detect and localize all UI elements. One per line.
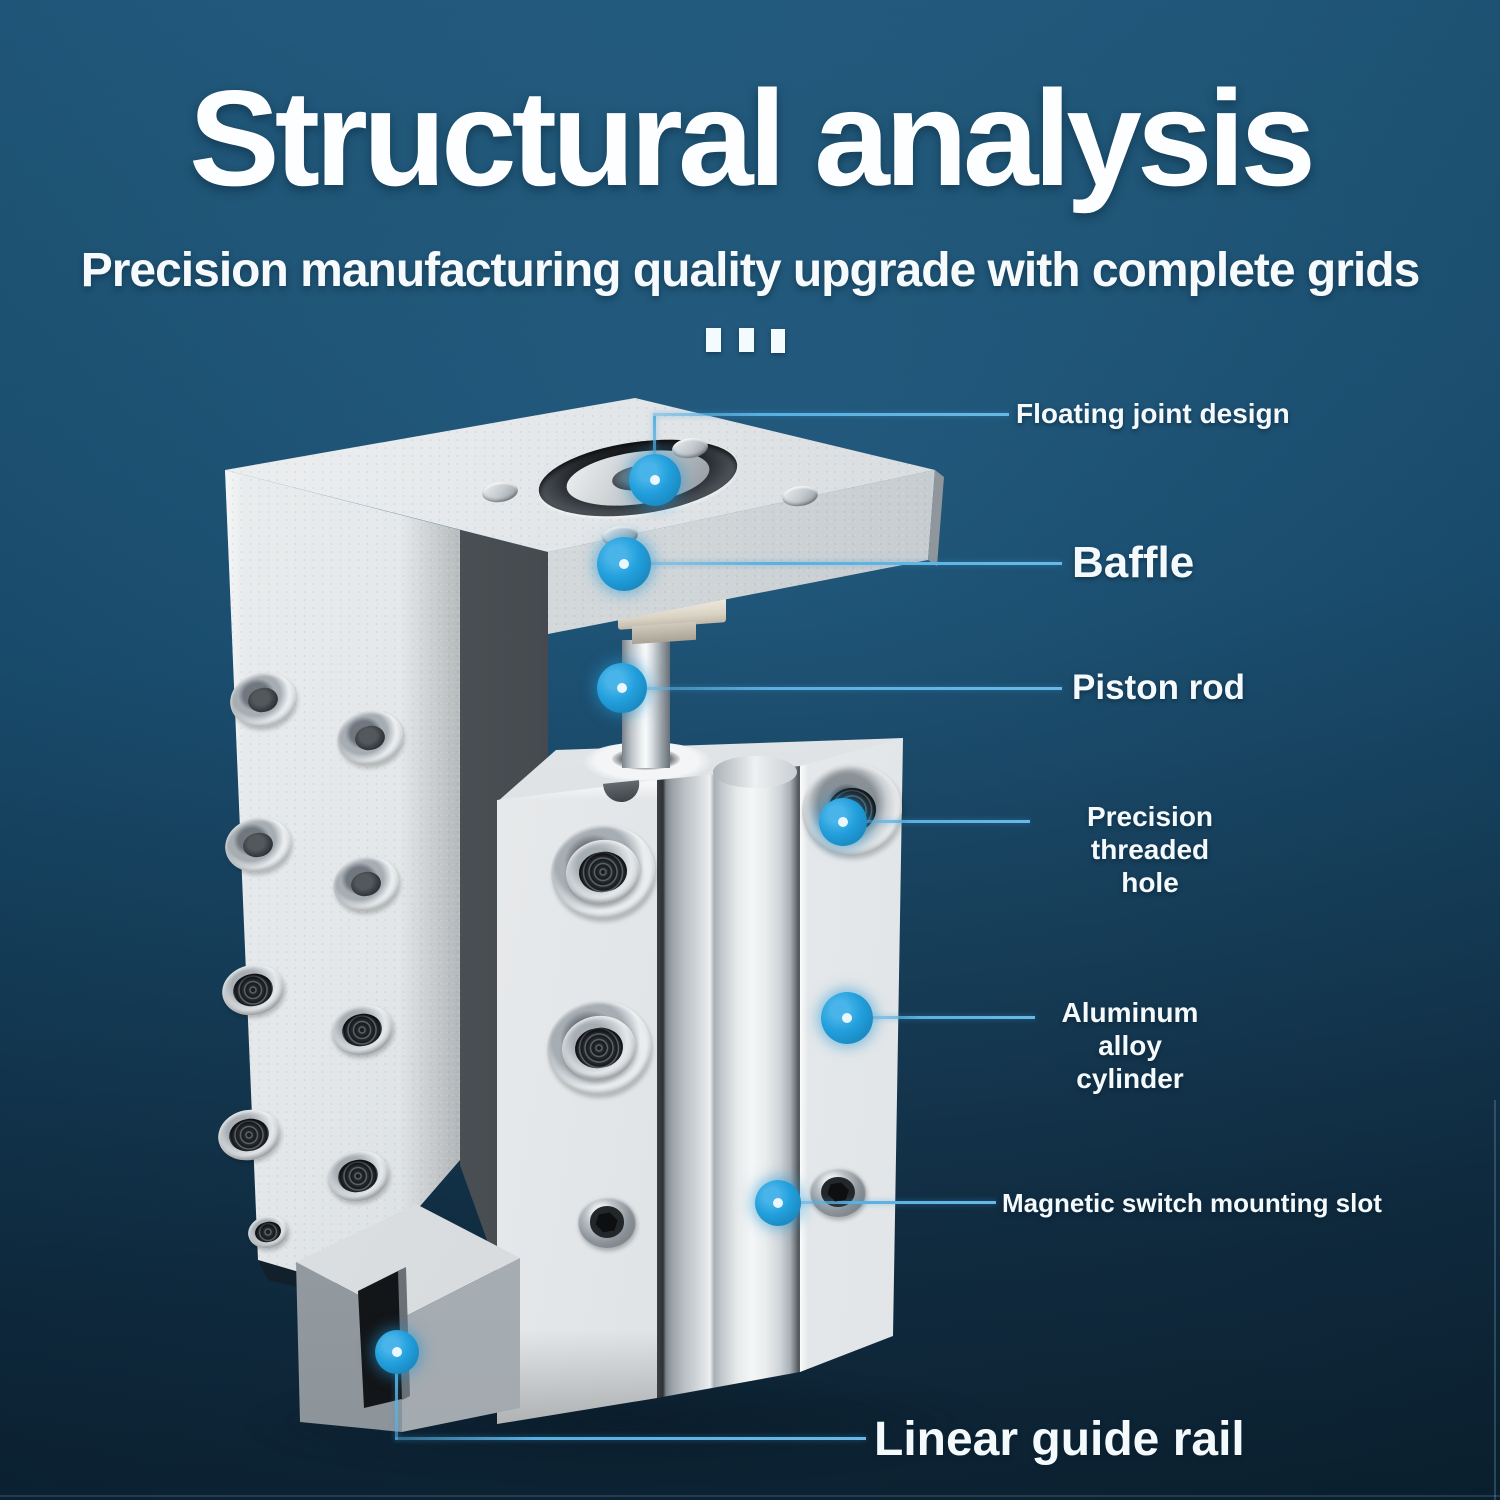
callout-line-baffle [646, 562, 1062, 565]
hex-socket-screw [578, 1196, 636, 1248]
callout-dot-magnetic-slot [755, 1180, 801, 1226]
square-bullet-icon [771, 329, 785, 353]
image-edge-artifact [1494, 1100, 1496, 1500]
square-bullet-icon [739, 328, 754, 352]
callout-dot-floating-joint [629, 454, 681, 506]
page-subtitle: Precision manufacturing quality upgrade … [80, 244, 1421, 297]
callout-label-floating-joint: Floating joint design [1016, 398, 1290, 429]
callout-label-linear-rail: Linear guide rail [874, 1413, 1245, 1466]
callout-line-floating-joint [653, 416, 656, 462]
callout-dot-piston-rod [597, 663, 647, 713]
callout-label-piston-rod: Piston rod [1072, 668, 1246, 707]
callout-label-magnetic-slot: Magnetic switch mounting slot [1002, 1188, 1382, 1218]
callout-dot-precision-hole [819, 798, 867, 846]
floating-joint-step [632, 621, 696, 645]
callout-line-aluminum-cylinder [870, 1016, 1035, 1019]
callout-label-baffle: Baffle [1072, 538, 1195, 587]
callout-line-linear-rail [395, 1370, 398, 1440]
callout-dot-aluminum-cylinder [821, 992, 873, 1044]
callout-line-floating-joint [653, 413, 1009, 416]
callout-line-magnetic-slot [798, 1201, 996, 1204]
callout-label-aluminum-cylinder: Aluminum alloy cylinder [1061, 997, 1199, 1094]
square-bullet-icon [706, 328, 721, 352]
callout-dot-linear-rail [375, 1330, 419, 1374]
hex-socket-screw [810, 1167, 866, 1217]
callout-line-piston-rod [644, 687, 1062, 690]
cylinder-rib-cap [713, 756, 797, 788]
callout-dot-baffle [597, 537, 651, 591]
callout-line-precision-hole [862, 820, 1030, 823]
callout-line-linear-rail [395, 1437, 866, 1440]
image-edge-artifact [0, 1495, 1500, 1497]
page-title: Structural analysis [189, 62, 1316, 214]
callout-label-precision-hole: Precision threaded hole [1086, 801, 1214, 898]
